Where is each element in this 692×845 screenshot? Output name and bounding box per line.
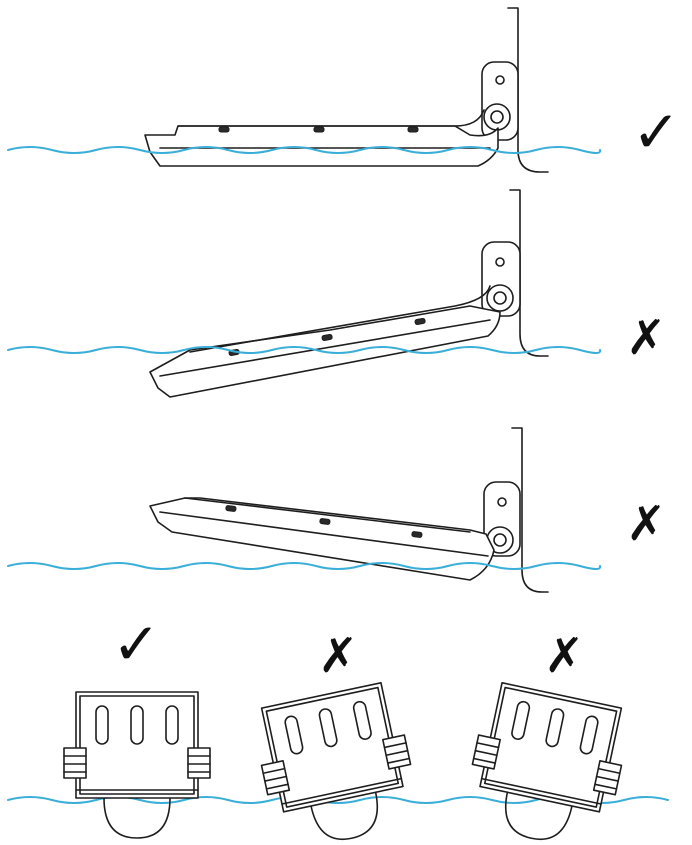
waterline	[7, 562, 602, 570]
verdict-mark-wrong: ✗	[626, 310, 666, 366]
transducer-body	[149, 497, 495, 581]
rear-view-tilted-right: ✗	[471, 628, 623, 841]
side-view-tilted-down-toward-bow: ✗	[7, 189, 666, 398]
rear-view-tilted-left: ✗	[260, 628, 412, 841]
mount-bracket	[481, 241, 521, 317]
transducer-rear	[260, 681, 412, 841]
transducer-body	[144, 125, 499, 167]
transom	[511, 427, 549, 593]
verdict-mark-correct: ✓	[632, 98, 681, 166]
side-view-level: ✓	[7, 7, 681, 173]
verdict-mark-wrong: ✗	[626, 496, 666, 552]
waterline	[7, 146, 602, 154]
rear-view-upright: ✓	[63, 610, 211, 839]
mount-bracket	[483, 481, 521, 557]
verdict-mark-wrong: ✗	[318, 628, 358, 684]
transducer-rear	[63, 691, 211, 839]
verdict-mark-correct: ✓	[112, 610, 161, 678]
transom	[507, 7, 549, 173]
waterline	[7, 346, 602, 354]
transom	[509, 189, 549, 357]
verdict-mark-wrong: ✗	[544, 628, 584, 684]
side-view-tilted-down-toward-transom: ✗	[7, 427, 666, 593]
mount-bracket	[481, 61, 519, 141]
transducer-rear	[471, 681, 623, 841]
